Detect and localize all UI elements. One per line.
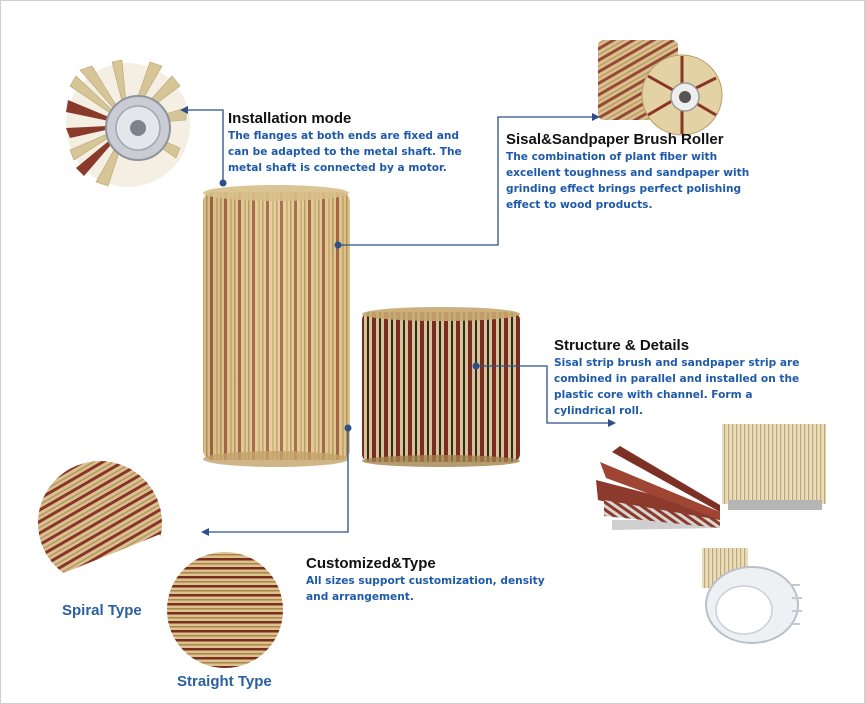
- installation-flange-image: [66, 59, 190, 187]
- structure-title: Structure & Details: [554, 337, 690, 354]
- customized-description: All sizes support customization, density…: [306, 575, 545, 603]
- sandpaper-strip-detail-image: [596, 446, 720, 530]
- installation-description: The flanges at both ends are fixed and c…: [228, 130, 462, 174]
- sisal-roller-arrowhead: [592, 113, 600, 121]
- installation-connector: [185, 109, 224, 183]
- straight-type-label: Straight Type: [177, 673, 272, 690]
- structure-description: Sisal strip brush and sandpaper strip ar…: [554, 357, 800, 417]
- sisal-roller-description: The combination of plant fiber with exce…: [506, 151, 750, 211]
- structure-arrowhead: [608, 419, 616, 427]
- customized-arrowhead: [201, 528, 209, 536]
- installation-connector-dot: [219, 179, 227, 187]
- structure-connector: [476, 365, 610, 424]
- main-roller-image: [203, 185, 350, 467]
- installation-title: Installation mode: [228, 110, 352, 127]
- installation-arrowhead: [180, 106, 188, 114]
- spiral-type-label: Spiral Type: [62, 602, 142, 619]
- structure-connector-dot: [472, 362, 480, 370]
- sisal-roller-title: Sisal&Sandpaper Brush Roller: [506, 131, 724, 148]
- customized-title: Customized&Type: [306, 555, 436, 572]
- straight-type-image: [167, 552, 283, 668]
- small-roller-image: [362, 307, 520, 467]
- sisal-roller-connector: [338, 116, 594, 246]
- sisal-strip-detail-image: [722, 424, 826, 510]
- spiral-type-image: [29, 461, 175, 625]
- customized-connector-dot: [344, 424, 352, 432]
- customized-connector: [207, 428, 349, 533]
- sisal-roller-connector-dot: [334, 241, 342, 249]
- plastic-core-detail-image: [702, 548, 802, 644]
- roller-end-image: [598, 40, 723, 136]
